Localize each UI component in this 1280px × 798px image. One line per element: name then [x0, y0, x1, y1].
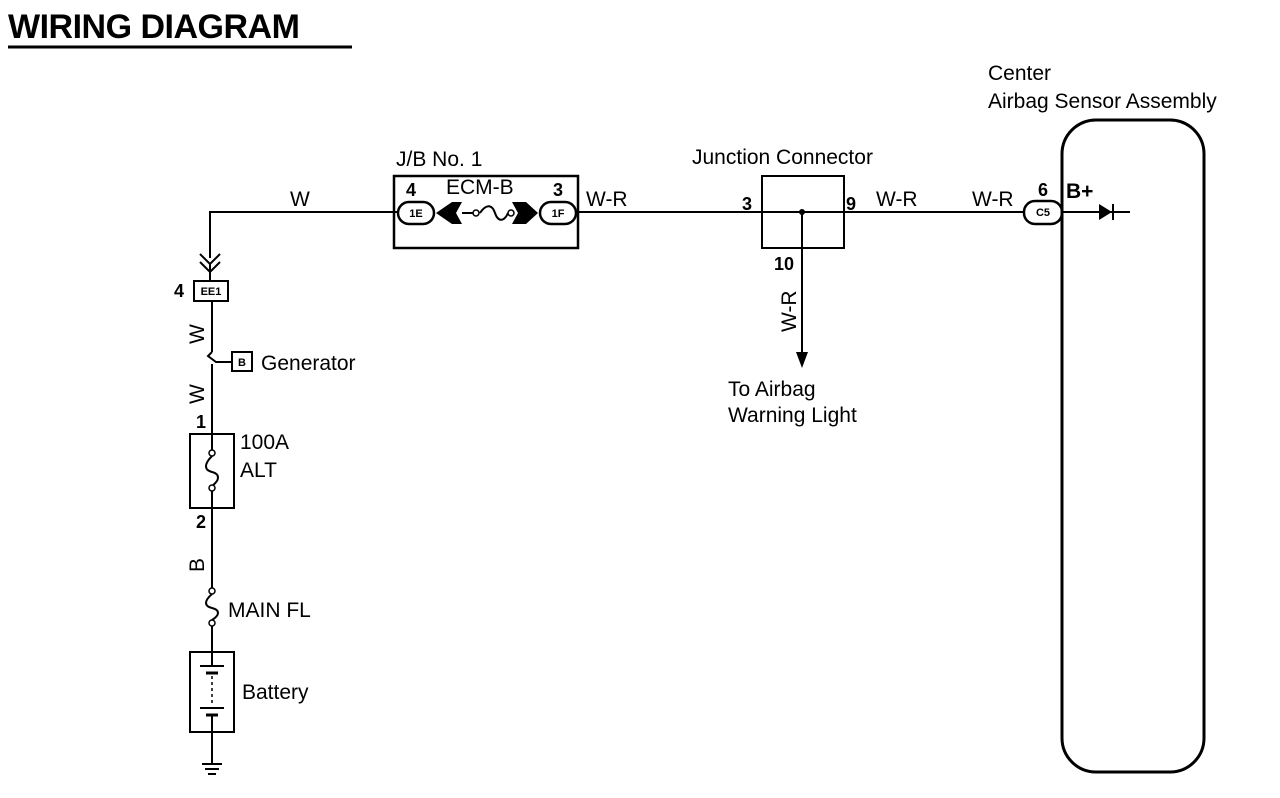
ee1-pin: 4	[174, 281, 184, 301]
ee1-connector-label: EE1	[201, 286, 222, 298]
battery-label: Battery	[242, 681, 309, 704]
alt-fuse-rating: 100A	[240, 431, 289, 454]
sensor-label-line2: Airbag Sensor Assembly	[988, 90, 1217, 113]
diode-icon	[1099, 204, 1112, 220]
jc-label: Junction Connector	[692, 146, 873, 169]
sensor-pin-number: 6	[1038, 180, 1048, 200]
wire-gen-branch	[206, 351, 232, 363]
alt-fuse-name: ALT	[240, 459, 277, 482]
wire-label-ee1-gen: W	[186, 324, 209, 344]
jb-fuse-terminal-right	[507, 209, 515, 217]
jb-fuse-terminal-left	[472, 209, 480, 217]
jb-label: J/B No. 1	[396, 148, 482, 171]
fuse-icon	[479, 205, 509, 221]
jb-left-pin: 4	[406, 180, 416, 200]
jc-pin-left: 3	[742, 194, 752, 214]
alt-fuse-icon	[205, 455, 219, 487]
jb-fuse-name: ECM-B	[446, 176, 514, 199]
sensor-label-line1: Center	[988, 62, 1051, 85]
jc-pin-bottom: 10	[774, 254, 794, 274]
wire-label-jc-down: W-R	[778, 290, 801, 332]
junction-connector: Junction Connector 3 9 10	[692, 146, 873, 274]
sensor-body	[1060, 118, 1206, 774]
wire-label-jb-out: W-R	[586, 188, 628, 211]
wire-label-jc-out: W-R	[876, 188, 918, 211]
sensor-pin-name: B+	[1066, 180, 1093, 203]
wire-label-sensor-in: W-R	[972, 188, 1014, 211]
jb-right-plug-icon	[512, 202, 538, 224]
alt-fuse-terminal-bottom	[208, 484, 216, 492]
generator-label: Generator	[261, 352, 356, 375]
warning-light-line1: To Airbag	[728, 378, 816, 401]
alt-fuse-terminal-top	[208, 449, 216, 457]
junction-block: J/B No. 1 ECM-B 4 3 1E 1F	[392, 148, 580, 250]
jb-right-pin: 3	[553, 180, 563, 200]
jc-pin-right: 9	[846, 194, 856, 214]
warning-light-line2: Warning Light	[728, 404, 857, 427]
wire-w-to-jb	[209, 211, 398, 258]
jb-left-connector-label: 1E	[409, 208, 422, 220]
jb-left-plug-icon	[436, 202, 462, 224]
sensor-connector-label: C5	[1036, 207, 1050, 219]
wire-label-jb-in: W	[290, 188, 310, 211]
generator-terminal	[231, 351, 253, 372]
main-fl-terminal-bottom	[208, 619, 216, 627]
alt-pin-bottom: 2	[196, 512, 206, 532]
wire-label-gen-alt: W	[186, 384, 209, 404]
main-fl-terminal-top	[208, 587, 216, 595]
main-fl-label: MAIN FL	[228, 599, 311, 622]
alt-pin-top: 1	[196, 412, 206, 432]
airbag-sensor-assembly: Center Airbag Sensor Assembly 6 B+ C5	[988, 62, 1217, 774]
wire-label-alt-main: B	[186, 558, 209, 572]
page-title: WIRING DIAGRAM	[8, 8, 299, 46]
arrow-down-icon	[796, 352, 808, 368]
ground-icon	[202, 763, 222, 775]
generator-terminal-label: B	[238, 357, 246, 369]
main-fl-icon	[205, 593, 219, 621]
jb-right-connector-label: 1F	[552, 208, 565, 220]
